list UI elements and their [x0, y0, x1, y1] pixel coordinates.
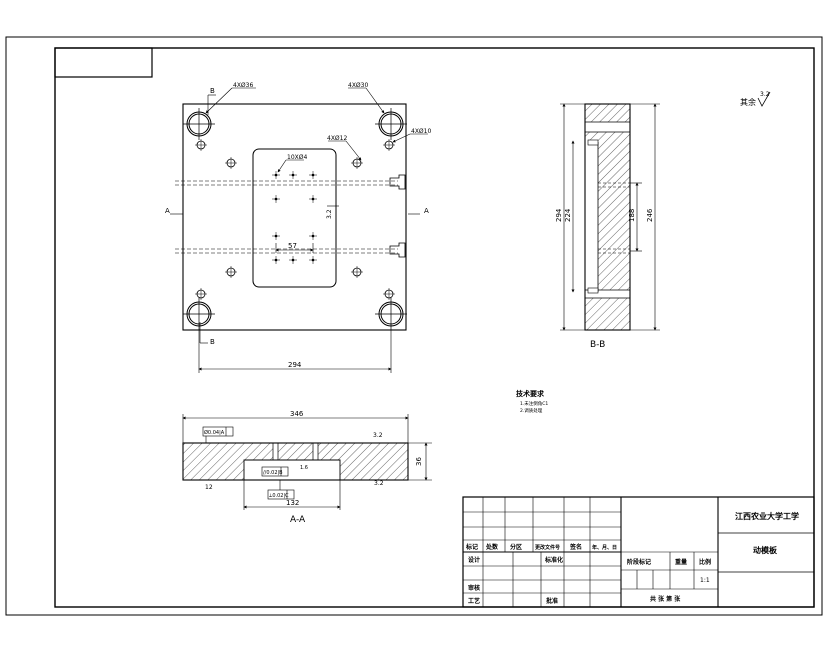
surface-note: 其余 3.2 [740, 91, 771, 107]
section-mark-a-right: A [424, 207, 429, 215]
hdr-zone: 分区 [510, 543, 522, 551]
hdr-date: 年、月、日 [592, 544, 617, 551]
tolerance-frame-1: Ø0.04|A [204, 429, 225, 436]
part-name: 动模板 [753, 545, 778, 555]
tech-requirements: 技术要求 1.未注倒角C1 2.调质处理 [516, 389, 548, 414]
dim-246: 246 [646, 208, 654, 222]
roughness-inner: 1.6 [300, 465, 308, 471]
callout-4x12: 4XØ12 [327, 135, 347, 142]
label-design: 设计 [468, 556, 480, 564]
inner-frame [54, 47, 815, 608]
code-box [54, 47, 153, 78]
caption-aa: A-A [290, 515, 306, 525]
surface-note-value: 3.2 [760, 91, 770, 98]
side-view: 294 224 188 246 B-B [555, 103, 660, 350]
roughness-top: 3.2 [373, 432, 383, 439]
dim-294-front: 294 [288, 361, 302, 369]
section-view: Ø0.04|A //0.02|B ⟂0.02|C 346 132 36 12 3… [182, 410, 432, 525]
dim-224: 224 [564, 208, 572, 222]
hdr-count: 处数 [485, 543, 499, 551]
front-view: 4XØ36 4XØ30 4XØ12 4XØ10 10XØ4 B B A A 57… [165, 82, 431, 373]
callout-4x36: 4XØ36 [233, 82, 253, 89]
tech-item-1: 1.未注倒角C1 [520, 400, 548, 407]
callout-4x30: 4XØ30 [348, 82, 368, 89]
dim-346: 346 [290, 410, 304, 418]
tolerance-frame-2: //0.02|B [263, 470, 283, 476]
roughness-right: 3.2 [374, 480, 384, 487]
tech-item-2: 2.调质处理 [520, 407, 543, 414]
section-mark-a-left: A [165, 207, 170, 215]
roughness-front: 3.2 [326, 209, 333, 219]
caption-bb: B-B [590, 340, 605, 350]
label-stage-mark: 阶段标记 [627, 558, 651, 566]
title-block [462, 496, 815, 608]
guide-holes [186, 111, 404, 327]
label-scale: 比例 [699, 558, 711, 566]
scale-value: 1:1 [700, 577, 710, 584]
callout-4x10: 4XØ10 [411, 128, 431, 135]
dim-188: 188 [628, 209, 636, 222]
hdr-mark: 标记 [465, 543, 478, 551]
dim-132: 132 [286, 499, 299, 507]
dim-36: 36 [415, 457, 423, 466]
label-review: 审核 [468, 584, 480, 592]
section-mark-b-top: B [210, 87, 215, 95]
label-weight: 重量 [675, 558, 687, 566]
hdr-change-doc: 更改文件号 [535, 544, 560, 551]
small-holes [196, 140, 394, 299]
plate-outline [182, 103, 407, 331]
tolerance-frame-3: ⟂0.02|C [269, 493, 289, 499]
outer-border [5, 36, 823, 616]
roughness-12: 12 [205, 484, 213, 491]
label-approve: 批准 [546, 597, 558, 605]
dim-294-side: 294 [555, 208, 563, 222]
surface-note-label: 其余 [740, 97, 756, 107]
label-process: 工艺 [468, 597, 480, 605]
cavity-pocket [252, 148, 337, 288]
school-name: 江西农业大学工学 [735, 511, 799, 521]
guide-centers [183, 108, 407, 330]
title-block-text: 标记 处数 分区 更改文件号 签名 年、月、日 设计 标准化 审核 工艺 批准 … [465, 511, 799, 605]
section-mark-b-bottom: B [210, 338, 215, 346]
label-standardize: 标准化 [544, 556, 563, 564]
callout-10x4: 10XØ4 [287, 154, 307, 161]
dim-57: 57 [288, 242, 297, 250]
hdr-signature: 签名 [569, 543, 582, 551]
sheet-info: 共 张 第 张 [650, 595, 681, 603]
tech-title: 技术要求 [516, 389, 545, 398]
